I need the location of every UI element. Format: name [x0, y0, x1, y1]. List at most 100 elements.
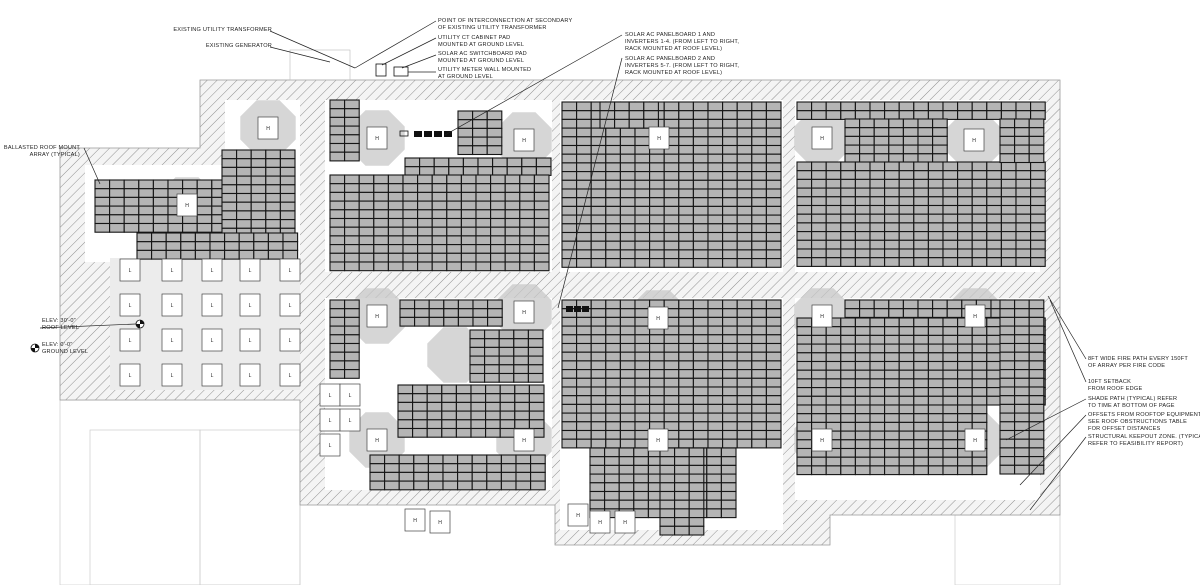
solar-panel — [426, 401, 443, 412]
solar-panel — [999, 334, 1016, 345]
solar-panel — [138, 196, 154, 207]
solar-panel — [1030, 101, 1046, 112]
solar-panel — [902, 144, 919, 155]
solar-panel — [224, 249, 240, 260]
solar-panel — [605, 403, 621, 414]
solar-panel — [431, 261, 448, 272]
solar-panel — [811, 178, 827, 189]
solar-panel — [1030, 239, 1046, 250]
solar-panel — [913, 413, 929, 423]
solar-panel — [913, 231, 929, 241]
solar-panel — [504, 200, 521, 211]
solar-panel — [854, 101, 871, 112]
solar-panel — [527, 329, 544, 340]
solar-panel — [414, 316, 430, 327]
solar-panel — [999, 316, 1016, 327]
solar-panel — [692, 136, 709, 147]
solar-panel — [329, 183, 346, 193]
solar-panel — [942, 326, 959, 336]
solar-panel — [825, 248, 842, 259]
solar-panel — [1000, 239, 1017, 250]
solar-panel — [399, 308, 416, 318]
solar-panel — [167, 222, 184, 233]
solar-panel — [590, 223, 607, 234]
solar-panel — [811, 395, 827, 406]
solar-panel — [419, 166, 435, 176]
solar-panel — [561, 136, 578, 147]
solar-panel — [999, 127, 1016, 137]
solar-panel — [221, 166, 238, 177]
solar-panel — [722, 214, 738, 225]
solar-panel — [329, 226, 346, 237]
solar-panel — [590, 412, 607, 423]
solar-panel — [152, 188, 169, 198]
solar-panel — [869, 334, 886, 345]
light-unit — [279, 293, 301, 317]
solar-panel — [674, 482, 690, 493]
solar-panel — [431, 209, 448, 220]
solar-panel — [490, 235, 506, 246]
solar-panel — [329, 151, 346, 162]
solar-panel — [605, 240, 621, 251]
solar-panel — [329, 252, 346, 263]
solar-panel — [561, 171, 578, 181]
solar-panel — [986, 196, 1002, 207]
solar-panel — [180, 249, 196, 260]
solar-panel — [765, 188, 782, 199]
callout-line: POINT OF INTERCONNECTION AT SECONDARY — [438, 18, 573, 24]
solar-panel — [869, 248, 886, 259]
solar-panel — [431, 183, 448, 193]
solar-panel — [659, 517, 676, 527]
solar-panel — [619, 325, 636, 336]
solar-panel — [279, 175, 296, 186]
solar-panel — [1000, 161, 1017, 172]
solar-panel — [384, 480, 400, 491]
solar-panel — [765, 240, 782, 251]
solar-panel — [971, 187, 988, 198]
solar-panel — [619, 429, 636, 440]
solar-panel — [688, 508, 705, 519]
solar-panel — [884, 101, 900, 112]
solar-panel — [152, 205, 169, 216]
solar-panel — [692, 240, 709, 251]
solar-panel — [619, 205, 636, 216]
solar-panel — [589, 456, 606, 466]
solar-panel — [412, 427, 428, 438]
solar-panel — [678, 308, 694, 318]
solar-panel — [971, 170, 988, 180]
callout-line: REFER TO FEASIBILITY REPORT) — [1088, 441, 1184, 447]
solar-panel — [999, 429, 1016, 440]
solar-panel — [1028, 334, 1045, 345]
solar-panel — [469, 364, 486, 375]
solar-panel — [1030, 196, 1046, 207]
solar-panel — [692, 360, 709, 371]
solar-panel — [329, 360, 346, 371]
solar-panel — [387, 235, 404, 246]
solar-panel — [504, 217, 521, 228]
solar-panel — [844, 127, 861, 137]
solar-panel — [765, 360, 782, 371]
solar-panel — [825, 343, 842, 354]
callout-elev-roof: ELEV: 30'-0"ROOF LEVEL — [42, 318, 79, 332]
solar-panel — [576, 438, 592, 449]
solar-panel — [986, 161, 1002, 172]
hvac-unit — [811, 126, 833, 150]
solar-panel — [722, 171, 738, 181]
solar-panel — [854, 196, 871, 207]
solar-panel — [628, 101, 645, 112]
solar-panel — [619, 360, 636, 371]
solar-panel — [470, 410, 487, 421]
solar-panel — [561, 197, 578, 207]
solar-panel — [460, 252, 477, 263]
solar-panel — [986, 170, 1002, 180]
solar-panel — [123, 196, 140, 207]
solar-panel — [634, 421, 651, 432]
solar-panel — [765, 403, 782, 414]
solar-panel — [869, 352, 886, 363]
solar-panel — [751, 110, 767, 120]
solar-panel — [446, 183, 462, 193]
solar-panel — [765, 377, 782, 388]
solar-panel — [825, 413, 842, 423]
hvac-unit — [567, 503, 589, 527]
solar-panel — [751, 421, 767, 432]
